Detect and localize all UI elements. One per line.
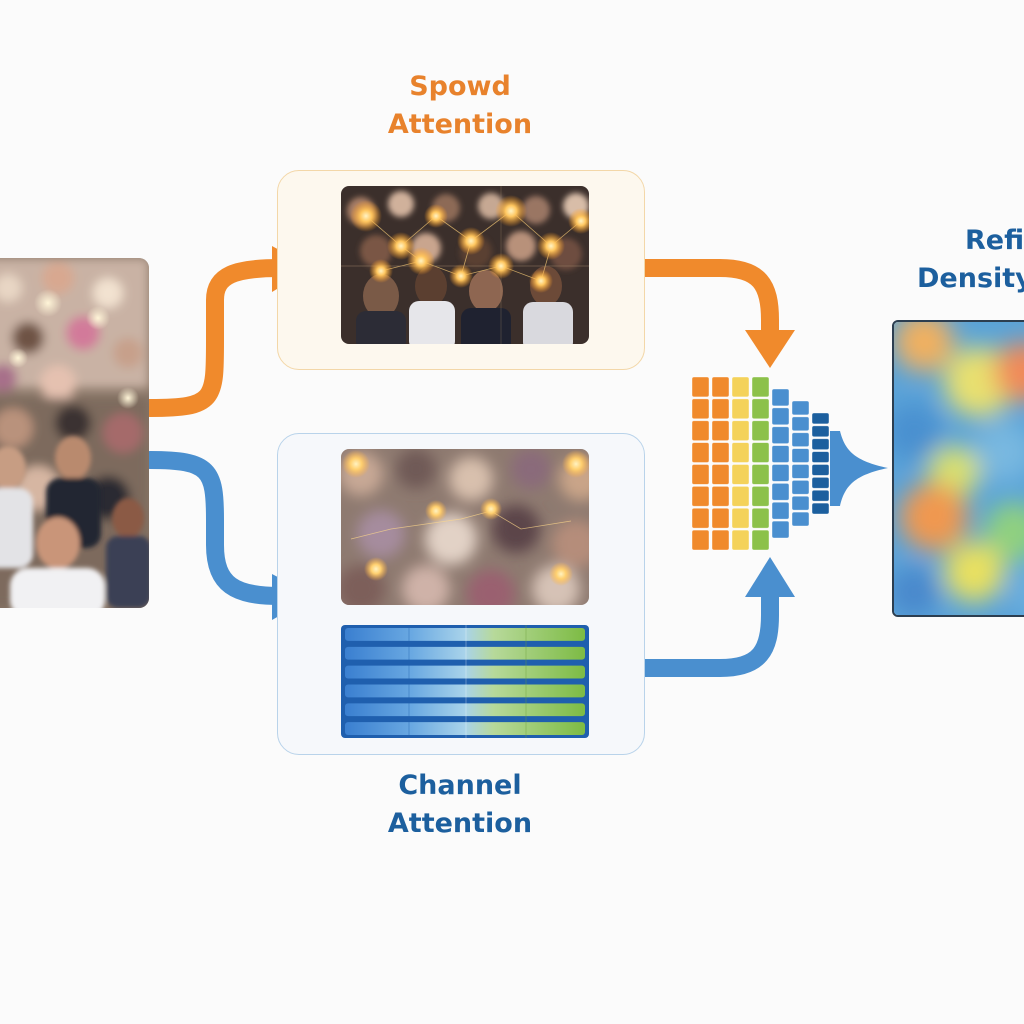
channel-bar-row [345, 722, 585, 735]
spatial-attention-title: Spowd Attention [330, 68, 590, 144]
channel-bar-row [345, 646, 585, 660]
fusion-column [771, 388, 790, 539]
fusion-feature-block [691, 376, 888, 551]
input-crowd-image [0, 258, 149, 608]
channel-bar-row [345, 628, 585, 641]
refined-title-line1: Refi [965, 225, 1024, 256]
refined-density-title: Refi Density [905, 222, 1024, 298]
channel-attention-title: Channel Attention [330, 767, 590, 843]
channel-bar-row [345, 703, 585, 717]
channel-attention-bars [341, 625, 589, 738]
arrowhead-channel-to-fusion [745, 557, 795, 597]
density-map-output [892, 320, 1024, 617]
arrow-spatial-to-fusion [636, 259, 779, 341]
channel-title-line2: Attention [387, 808, 533, 839]
fusion-column [711, 376, 730, 551]
fusion-column [751, 376, 770, 551]
spatial-attention-map [341, 186, 589, 344]
channel-bar-row [345, 665, 585, 679]
fusion-column [811, 412, 830, 515]
fusion-cone [830, 431, 888, 506]
fusion-column [691, 376, 710, 551]
spatial-title-line2: Attention [387, 109, 533, 140]
arrow-channel-to-fusion [636, 586, 779, 677]
channel-title-line1: Channel [398, 770, 522, 801]
arrowhead-spatial-to-fusion [745, 330, 795, 368]
refined-title-line2: Density [917, 263, 1024, 294]
fusion-column [791, 400, 810, 527]
arrow-input-to-channel [141, 451, 289, 605]
spatial-title-line1: Spowd [409, 71, 511, 102]
channel-attention-map [341, 449, 589, 605]
arrow-input-to-spatial [141, 259, 289, 417]
channel-bar-row [345, 684, 585, 698]
fusion-column [731, 376, 750, 551]
